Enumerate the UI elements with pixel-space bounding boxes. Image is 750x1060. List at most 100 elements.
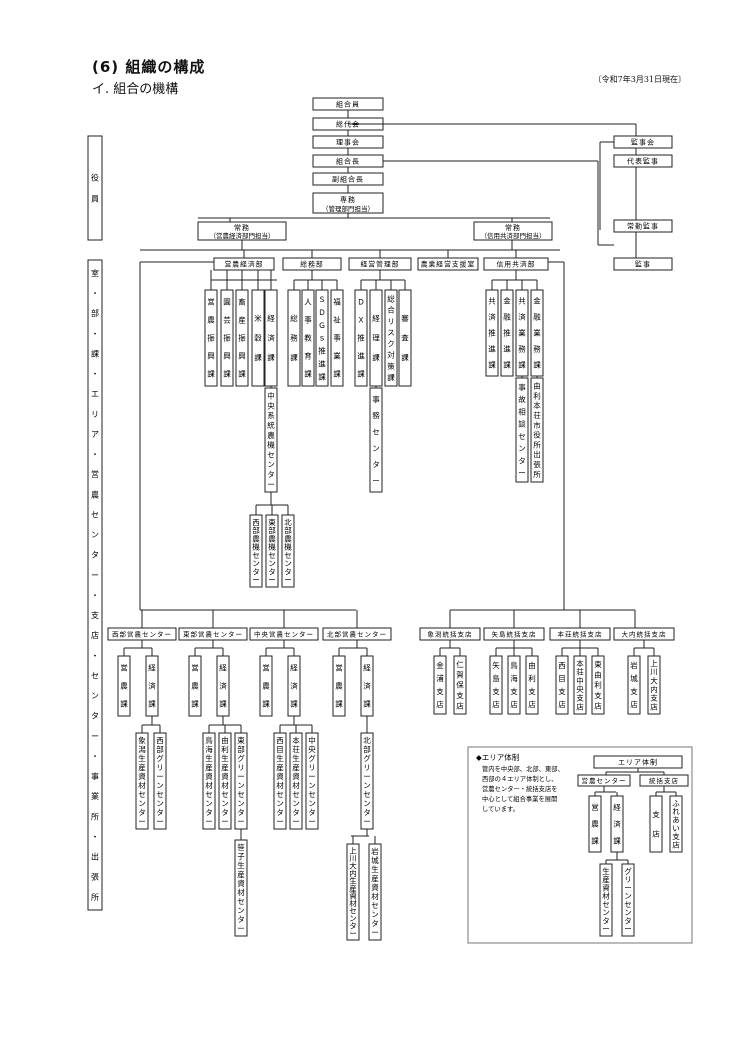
office-center-box <box>369 387 383 493</box>
agri-center-3-label: 北部営農センター <box>327 629 387 638</box>
branch-office-label: 由利本荘市役所出張所 <box>533 381 541 479</box>
section-agri-1-box <box>220 289 234 387</box>
section-mgmt-3-box <box>398 289 412 387</box>
area-center-sec-0-label: 営農課 <box>591 802 599 845</box>
agri-center-2-sub-2-label: 中央グリーンセンター <box>308 735 316 826</box>
section-finance-0-box <box>485 289 499 377</box>
section-finance-1-label: 金融推進課 <box>503 296 511 370</box>
agri-center-0-label: 西部営農センター <box>112 629 172 638</box>
dept-0-box <box>213 257 275 271</box>
branch-office-box <box>530 377 544 483</box>
section-general-2-label: ＳＤＧｓ推進課 <box>318 295 326 381</box>
machine-center-1-label: 東部農機センター <box>268 517 276 585</box>
branch-3-label: 大内統括支店 <box>622 629 667 638</box>
agri-center-1-sub-0-box <box>202 732 216 830</box>
representatives-label: 総代会 <box>336 120 360 129</box>
section-general-3-label: 福祉事業課 <box>333 298 341 379</box>
agri-center-3-extra2-1-box <box>368 843 382 941</box>
agri-center-2-sub-1-box <box>289 732 303 830</box>
branch-0-sub-0-label: 金浦支店 <box>436 660 444 709</box>
agri-center-2-sub-0-label: 西目生産資材センター <box>276 736 284 826</box>
section-mgmt-0-label: ＤＸ推進課 <box>357 298 365 379</box>
area-center-sub-0-box <box>599 863 613 937</box>
joumu-agri-note: （営農経済部門担当） <box>210 231 275 240</box>
area-branch-sec-1-label: ふれあい支店 <box>672 799 680 850</box>
section-agri-3-label: 米穀課 <box>254 313 262 362</box>
auditor-fulltime-box <box>613 219 673 233</box>
agri-center-3-s0-box <box>332 655 346 717</box>
section-agri-0-label: 営農振興課 <box>207 297 215 379</box>
section-mgmt-0-box <box>354 289 368 387</box>
area-box-text-0: 管内を中央部、北部、東部、 <box>482 764 564 773</box>
dept-1-label: 総務部 <box>300 259 323 268</box>
claims-center-label: 事故相談センター <box>518 382 526 478</box>
branch-2-sub-2-box <box>591 655 605 715</box>
section-agri-3-box <box>251 289 265 387</box>
agri-center-1-s1-label: 経済課 <box>219 663 227 709</box>
branch-2-sub-0-label: 西目支店 <box>558 661 566 709</box>
agri-center-3-sub-0-label: 北部グリーンセンター <box>363 736 371 826</box>
area-center-sub-1-box <box>621 863 635 937</box>
auditor-rep-label: 代表監事 <box>627 157 659 166</box>
agri-center-0-sub-0-label: 象潟生産資材センター <box>138 735 146 826</box>
agri-center-3-extra2-1-label: 岩城生産資材センター <box>371 846 379 937</box>
branch-3-sub-1-label: 上川大内支店 <box>650 659 658 711</box>
agri-center-0-sub-0-box <box>135 732 149 830</box>
branch-3-sub-0-box <box>627 655 641 715</box>
agri-center-1-label: 東部営農センター <box>183 629 243 638</box>
board-label: 理事会 <box>336 138 360 147</box>
branch-1-sub-1-label: 鳥海支店 <box>510 660 518 709</box>
branch-3-sub-1-box <box>647 655 661 715</box>
agri-center-2-s0-box <box>259 655 273 717</box>
agri-center-0-sub-1-box <box>153 732 167 830</box>
senmu-note: （管理部門担当） <box>322 204 374 213</box>
area-branch-sec-1-box <box>669 795 683 853</box>
machine-center-0-label: 西部農機センター <box>252 518 260 585</box>
dept-2-label: 経営管理部 <box>361 259 400 268</box>
grain-center-label: 中央系統農機センター <box>267 391 275 489</box>
agri-center-3-extra2-0-label: 上川大内生産資材センター <box>349 846 357 938</box>
vice-president-label: 副組合長 <box>332 175 364 184</box>
machine-center-0-box <box>249 514 263 588</box>
area-center-sec-1-label: 経済課 <box>613 802 621 845</box>
date-note: 〔令和7年3月31日現在〕 <box>593 75 686 84</box>
auditor-box <box>613 257 673 271</box>
section-general-1-box <box>301 289 315 387</box>
agri-center-2-sub-1-label: 本荘生産資材センター <box>292 735 300 826</box>
side-label-divisions-box <box>87 259 103 911</box>
agri-center-2-s1-label: 経済課 <box>290 663 298 709</box>
area-branch-label: 統括支店 <box>649 776 679 785</box>
side-label-divisions-label: 室・部・課・エリア・営農センター・支店・センター・事業所・出張所 <box>91 268 99 902</box>
claims-center-box <box>515 377 529 483</box>
dept-3-box <box>417 257 479 271</box>
branch-1-sub-2-label: 由利支店 <box>528 660 536 709</box>
machine-center-2-label: 北部農機センター <box>284 518 292 585</box>
agri-center-2-s0-label: 営農課 <box>262 663 270 709</box>
area-center-sub-0-label: 生産資材センター <box>602 866 610 934</box>
area-branch-sec-0-label: 支店 <box>652 809 660 839</box>
section-finance-0-label: 共済推進課 <box>488 297 496 370</box>
members-label: 組合員 <box>336 100 360 109</box>
area-box-text-1: 西部の４エリア体制とし、 <box>482 774 558 783</box>
agri-center-0-s1-label: 経済課 <box>148 663 156 709</box>
dept-0-label: 営農経済部 <box>225 259 264 268</box>
agri-center-2-sub-2-box <box>305 732 319 830</box>
agri-center-0-sub-1-label: 西部グリーンセンター <box>156 736 164 826</box>
dept-4-label: 信用共済部 <box>497 259 536 268</box>
auditor-label: 監事 <box>635 260 651 269</box>
area-box-title: ◆エリア体制 <box>476 752 519 762</box>
area-box-text-2: 営農センター・統括支店を <box>482 784 558 793</box>
auditor-rep-box <box>613 154 673 168</box>
section-general-2-box <box>315 289 329 387</box>
agri-center-0-s0-label: 営農課 <box>120 663 128 709</box>
machine-center-2-box <box>281 514 295 588</box>
section-mgmt-1-label: 経理課 <box>372 313 380 362</box>
section-finance-2-label: 共済業務課 <box>518 297 526 370</box>
area-header-label: エリア体制 <box>618 758 658 767</box>
agri-center-1-sub-0-label: 鳥海生産資材センター <box>205 735 213 826</box>
branch-2-sub-1-label: 本荘中央支店 <box>576 658 584 711</box>
agri-center-1-sub-1-box <box>218 732 232 830</box>
agri-center-3-extra2-0-box <box>346 843 360 941</box>
section-general-0-label: 総務課 <box>290 313 298 362</box>
branch-2-sub-1-box <box>573 655 587 715</box>
